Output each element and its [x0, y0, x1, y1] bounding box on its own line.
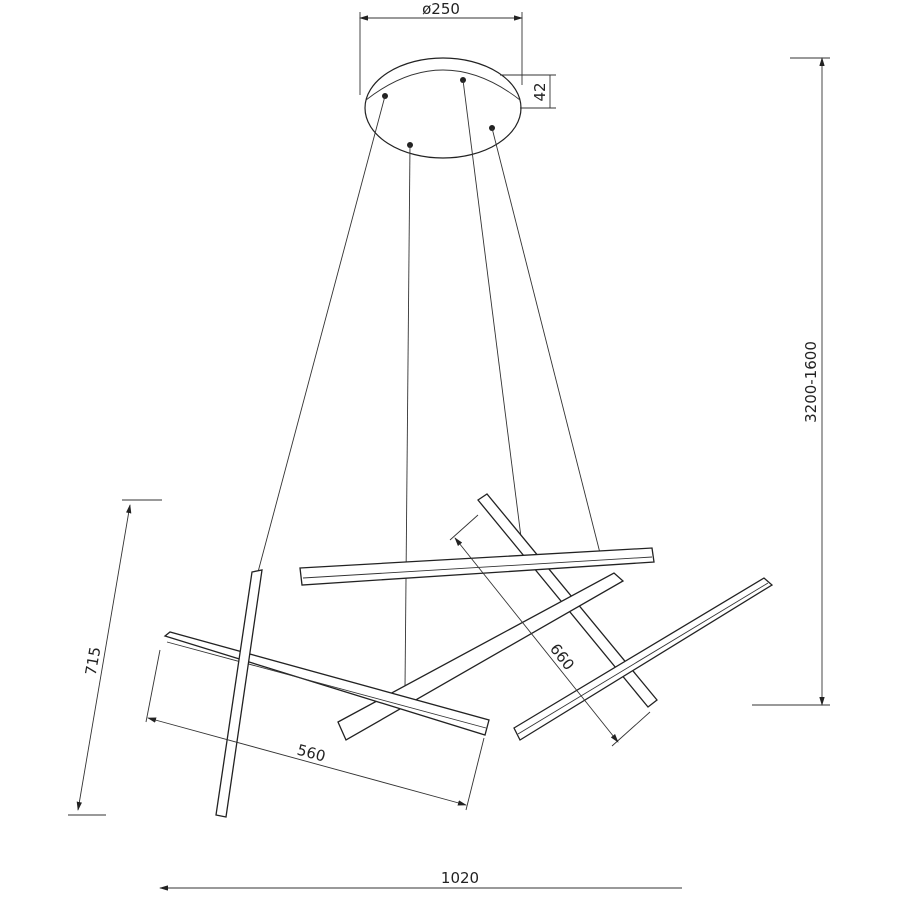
- dimension-canopy-diameter: ø250: [359, 0, 523, 95]
- label-canopy-height: 42: [531, 82, 549, 101]
- label-bar-short: 560: [295, 741, 327, 766]
- suspension-cables: [257, 79, 601, 689]
- label-overall-width: 1020: [441, 869, 479, 887]
- label-total-height: 3200-1600: [802, 341, 820, 423]
- label-bar-long: 660: [546, 640, 578, 674]
- led-bars: [163, 493, 774, 818]
- label-canopy-diameter: ø250: [422, 0, 460, 18]
- dimension-overall-width: 1020: [159, 869, 682, 891]
- dimension-fixture-height: 715: [68, 499, 162, 816]
- label-fixture-height: 715: [82, 645, 105, 676]
- canopy: [364, 57, 522, 159]
- dimension-canopy-height: 42: [500, 74, 556, 109]
- dimension-total-height: 3200-1600: [752, 57, 830, 706]
